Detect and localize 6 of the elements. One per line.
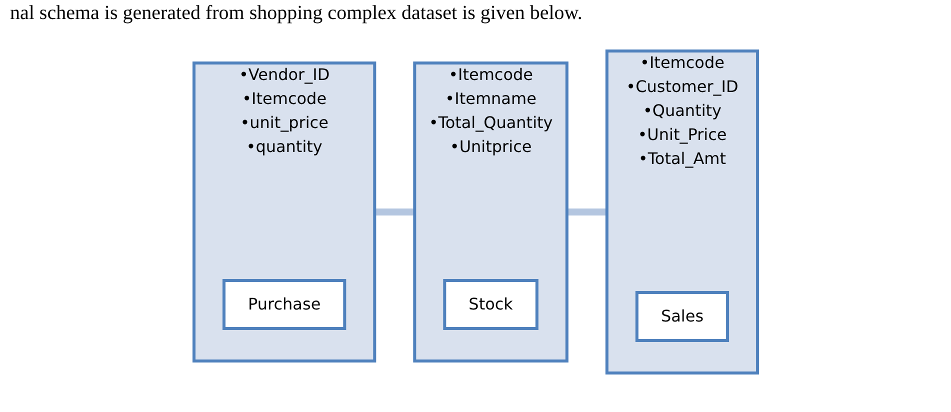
connector — [374, 208, 415, 216]
node-box: Stock — [442, 279, 538, 330]
connector — [566, 208, 607, 216]
node-box: Purchase — [222, 279, 346, 330]
note-text: nal schema is generated from shopping complex dataset is given below. — [10, 2, 584, 25]
node-box: Sales — [635, 291, 729, 342]
